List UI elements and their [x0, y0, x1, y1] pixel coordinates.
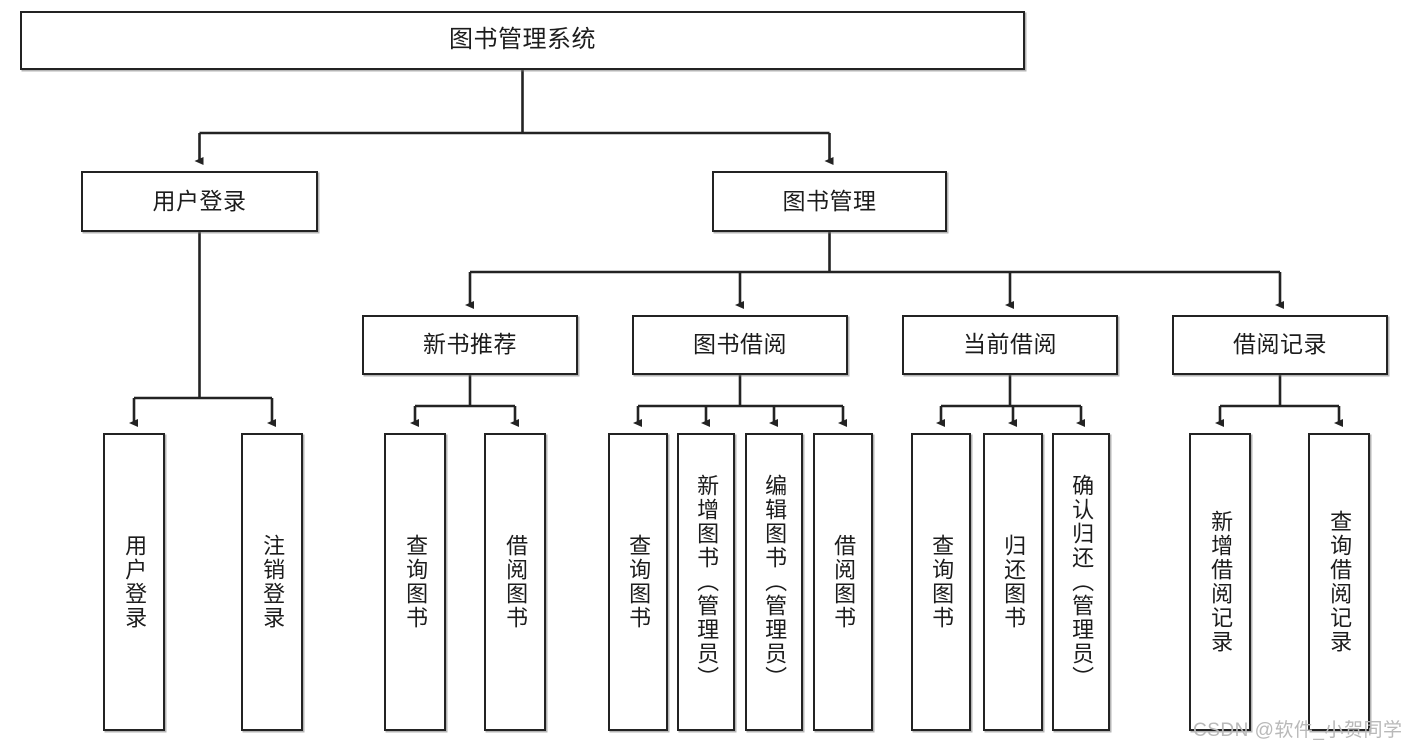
node-new-book-rec[interactable]: 新书推荐	[362, 315, 578, 375]
node-label: 图书借阅	[693, 331, 787, 358]
node-label: 图书管理	[782, 187, 877, 214]
node-leaf-add-book[interactable]: 新增图书（管理员）	[677, 433, 735, 731]
node-label: 新书推荐	[423, 331, 517, 358]
node-leaf-query-book-1[interactable]: 查询图书	[384, 433, 446, 731]
node-label: 查询图书	[626, 534, 652, 630]
node-leaf-query-book-2[interactable]: 查询图书	[608, 433, 668, 731]
node-leaf-query-record[interactable]: 查询借阅记录	[1308, 433, 1370, 731]
node-book-manage[interactable]: 图书管理	[712, 171, 947, 232]
node-label: 借阅记录	[1233, 331, 1327, 358]
node-label: 新增图书（管理员）	[694, 474, 720, 690]
node-label: 编辑图书（管理员）	[762, 474, 788, 690]
node-label: 查询借阅记录	[1327, 510, 1353, 654]
node-leaf-add-record[interactable]: 新增借阅记录	[1189, 433, 1251, 731]
node-label: 查询图书	[403, 534, 429, 630]
node-leaf-confirm-return[interactable]: 确认归还（管理员）	[1052, 433, 1110, 731]
node-leaf-borrow-book-1[interactable]: 借阅图书	[484, 433, 546, 731]
node-label: 确认归还（管理员）	[1069, 474, 1095, 690]
node-label: 用户登录	[152, 187, 247, 214]
node-book-borrow[interactable]: 图书借阅	[632, 315, 848, 375]
node-current-borrow[interactable]: 当前借阅	[902, 315, 1118, 375]
node-label: 借阅图书	[503, 534, 529, 630]
csdn-watermark: CSDN @软件_小贺同学	[1193, 720, 1403, 741]
node-label: 新增借阅记录	[1208, 510, 1234, 654]
node-user-login[interactable]: 用户登录	[81, 171, 318, 232]
node-label: 用户登录	[122, 534, 148, 630]
node-leaf-user-logout[interactable]: 注销登录	[241, 433, 303, 731]
node-leaf-user-login[interactable]: 用户登录	[103, 433, 165, 731]
node-label: 当前借阅	[963, 331, 1057, 358]
node-label: 图书管理系统	[449, 26, 596, 54]
node-label: 借阅图书	[831, 534, 857, 630]
node-label: 注销登录	[260, 534, 286, 630]
node-label: 归还图书	[1001, 534, 1027, 630]
node-borrow-record[interactable]: 借阅记录	[1172, 315, 1388, 375]
node-label: 查询图书	[929, 534, 955, 630]
node-leaf-borrow-book-2[interactable]: 借阅图书	[813, 433, 873, 731]
node-leaf-return-book[interactable]: 归还图书	[983, 433, 1043, 731]
node-root[interactable]: 图书管理系统	[20, 11, 1025, 70]
node-leaf-query-book-3[interactable]: 查询图书	[911, 433, 971, 731]
node-leaf-edit-book[interactable]: 编辑图书（管理员）	[745, 433, 803, 731]
